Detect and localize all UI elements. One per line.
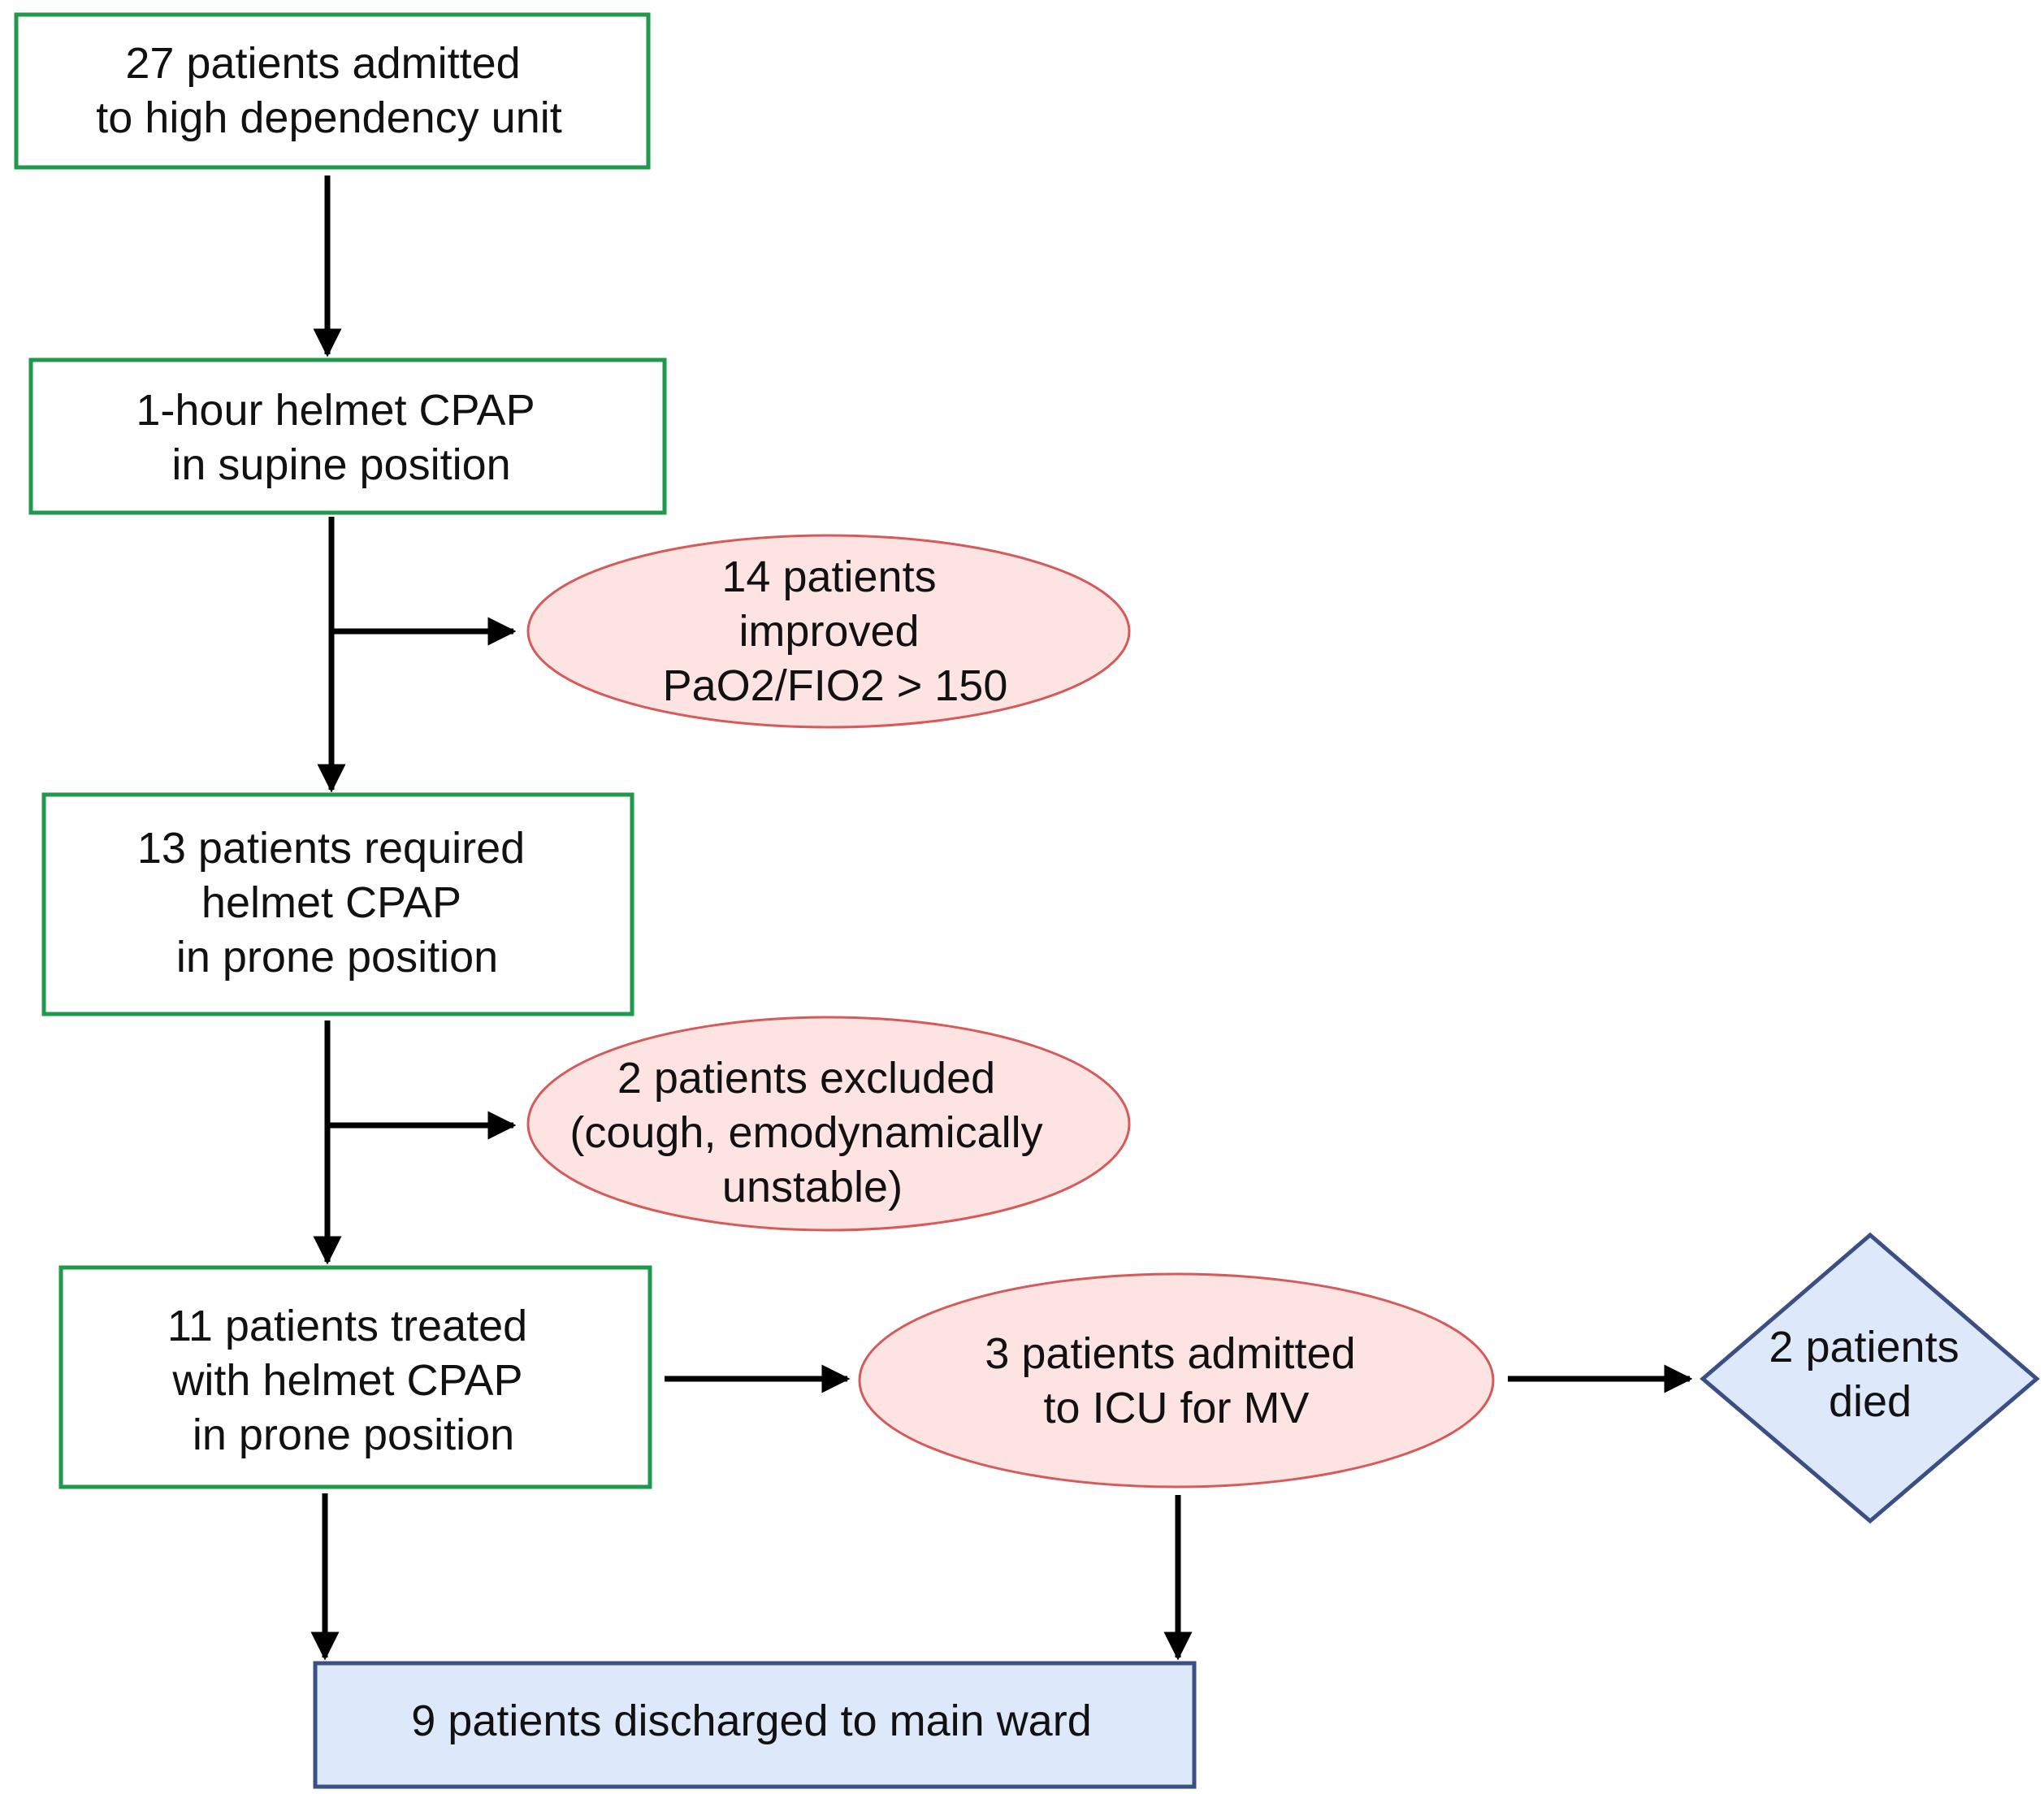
node-excluded-ellipse <box>526 1016 1131 1232</box>
node-improved: 14 patients improved PaO2/FIO2 > 150 <box>526 534 1131 729</box>
node-admitted: 27 patients admitted to high dependency … <box>14 12 651 170</box>
node-required-prone-text: 13 patients required helmet CPAP in pron… <box>137 824 537 982</box>
node-supine-line-2: in supine position <box>171 440 510 489</box>
node-died-text: 2 patients died <box>1769 1323 1971 1426</box>
node-treated-prone-line-3: in prone position <box>193 1410 514 1459</box>
node-supine-line-1: 1-hour helmet CPAP <box>136 386 534 435</box>
node-died: 2 patients died <box>1700 1232 2040 1524</box>
node-excluded-line-1: 2 patients excluded <box>617 1054 995 1103</box>
node-supine-box <box>28 358 667 515</box>
node-required-prone-line-3: in prone position <box>176 933 498 982</box>
node-discharged-box <box>313 1661 1197 1789</box>
node-discharged-text: 9 patients discharged to main ward <box>411 1696 1091 1745</box>
node-supine-text: 1-hour helmet CPAP in supine position <box>136 386 546 489</box>
node-excluded: 2 patients excluded (cough, emodynamical… <box>526 1016 1131 1232</box>
node-icu-line-2: to ICU for MV <box>1043 1384 1309 1432</box>
node-required-prone-line-1: 13 patients required <box>137 824 525 873</box>
node-icu-text: 3 patients admitted to ICU for MV <box>985 1329 1367 1432</box>
node-admitted-box <box>14 12 651 170</box>
node-excluded-line-2: (cough, emodynamically <box>569 1108 1042 1157</box>
node-required-prone-line-2: helmet CPAP <box>201 878 461 927</box>
node-improved-text: 14 patients improved PaO2/FIO2 > 150 <box>663 552 1008 710</box>
node-excluded-line-3: unstable) <box>722 1163 903 1211</box>
node-discharged-line-1: 9 patients discharged to main ward <box>411 1696 1091 1745</box>
node-admitted-line-1: 27 patients admitted <box>125 39 520 88</box>
node-icu: 3 patients admitted to ICU for MV <box>858 1272 1495 1488</box>
node-treated-prone-line-1: 11 patients treated <box>167 1302 527 1350</box>
node-discharged: 9 patients discharged to main ward <box>313 1661 1197 1789</box>
node-treated-prone-box <box>58 1265 652 1489</box>
node-died-line-1: 2 patients <box>1769 1323 1959 1372</box>
node-icu-ellipse <box>858 1272 1495 1488</box>
node-improved-ellipse <box>526 534 1131 729</box>
node-died-diamond <box>1700 1232 2040 1524</box>
node-excluded-text: 2 patients excluded (cough, emodynamical… <box>569 1054 1054 1211</box>
node-treated-prone-line-2: with helmet CPAP <box>171 1356 522 1405</box>
node-admitted-line-2: to high dependency unit <box>96 93 561 142</box>
node-admitted-text: 27 patients admitted to high dependency … <box>96 39 561 142</box>
node-supine: 1-hour helmet CPAP in supine position <box>28 358 667 515</box>
node-treated-prone-text: 11 patients treated with helmet CPAP in … <box>167 1302 539 1459</box>
node-improved-line-3: PaO2/FIO2 > 150 <box>663 661 1008 710</box>
node-treated-prone: 11 patients treated with helmet CPAP in … <box>58 1265 652 1489</box>
node-icu-line-1: 3 patients admitted <box>985 1329 1355 1378</box>
node-improved-line-1: 14 patients <box>721 552 936 601</box>
node-required-prone: 13 patients required helmet CPAP in pron… <box>41 792 634 1016</box>
node-improved-line-2: improved <box>738 607 919 656</box>
node-required-prone-box <box>41 792 634 1016</box>
node-died-line-2: died <box>1829 1377 1912 1426</box>
